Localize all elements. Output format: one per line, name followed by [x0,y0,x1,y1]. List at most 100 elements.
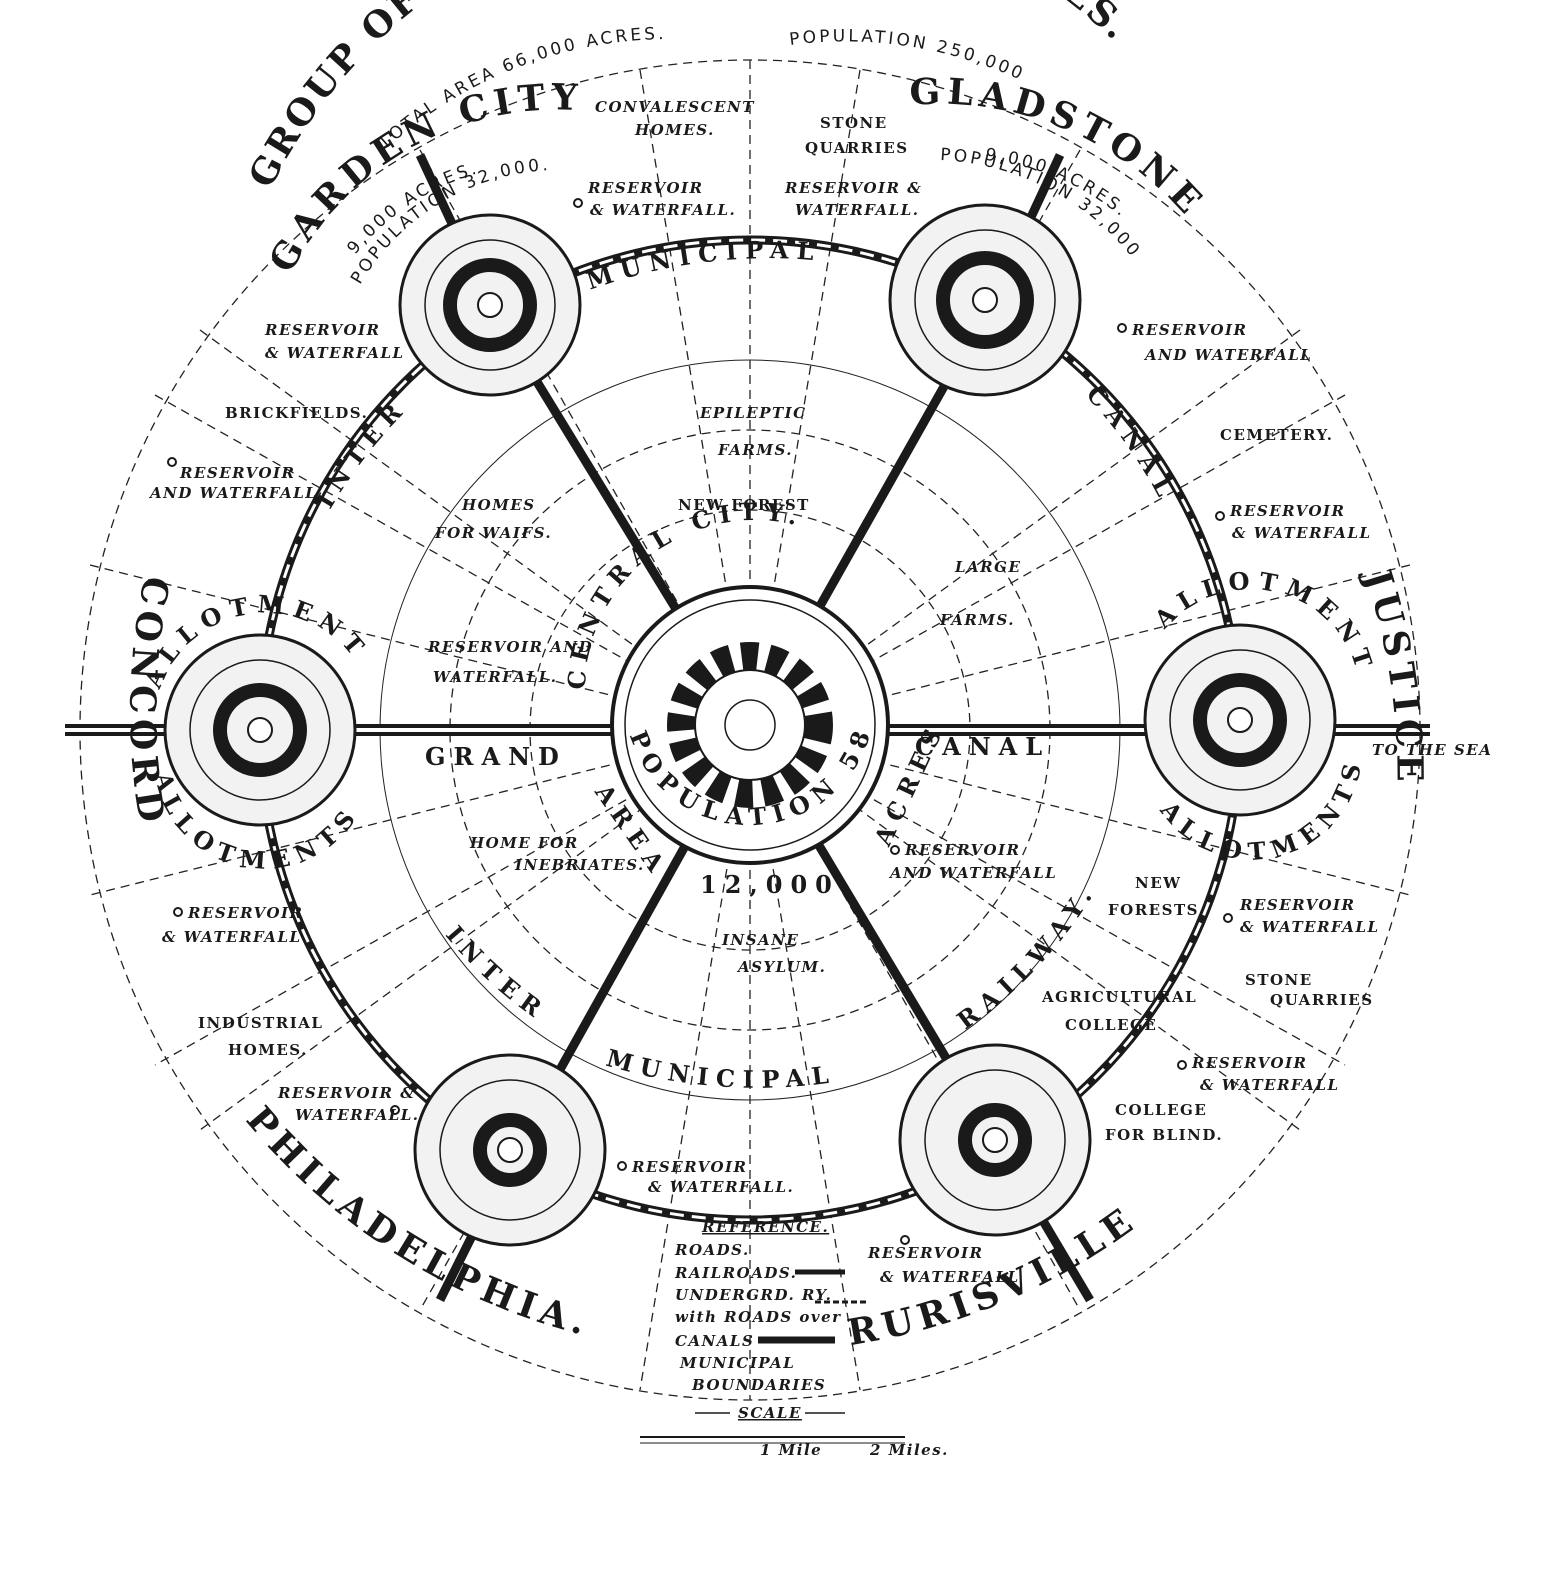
svg-text:LARGE: LARGE [954,558,1021,576]
feature-insane-asylum: INSANE ASYLUM. [721,931,826,976]
legend-underground-1: UNDERGRD. RY. [675,1286,832,1304]
svg-text:CANAL: CANAL [1081,379,1184,507]
svg-text:AND WATERFALL: AND WATERFALL [888,864,1057,882]
svg-text:RESERVOIR: RESERVOIR [179,464,296,482]
svg-text:MUNICIPAL: MUNICIPAL [583,235,823,295]
city-rurisville [898,1043,1092,1237]
svg-text:WATERFALL.: WATERFALL. [295,1106,420,1124]
scale-one-mile: 1 Mile [760,1441,822,1459]
svg-text:EPILEPTIC: EPILEPTIC [699,404,807,422]
feature-to-the-sea: TO THE SEA [1372,741,1492,759]
feature-reservoir-r2: RESERVOIR & WATERFALL [1215,502,1372,542]
svg-text:RESERVOIR AND: RESERVOIR AND [427,638,593,656]
svg-text:RESERVOIR: RESERVOIR [1131,321,1248,339]
svg-text:& WATERFALL: & WATERFALL [1240,918,1380,936]
feature-reservoir-l3: RESERVOIR & WATERFALL [162,904,304,946]
feature-reservoir-l1: RESERVOIR & WATERFALL [264,321,405,362]
svg-text:AGRICULTURAL: AGRICULTURAL [1041,988,1197,1006]
legend-municipal-2: BOUNDARIES [691,1376,826,1394]
svg-text:HOME FOR: HOME FOR [469,834,579,852]
feature-reservoir-tr1: RESERVOIR & WATERFALL. [784,179,922,219]
label-municipal-top: MUNICIPAL [583,235,815,295]
svg-text:RESERVOIR &: RESERVOIR & [277,1084,415,1102]
svg-text:RESERVOIR: RESERVOIR [631,1158,748,1176]
svg-text:RESERVOIR: RESERVOIR [587,179,704,197]
city-philadelphia [413,1053,607,1247]
city-gladstone [888,203,1082,397]
svg-text:AND WATERFALL: AND WATERFALL [1143,346,1312,364]
svg-text:RESERVOIR &: RESERVOIR & [784,179,922,197]
svg-text:RESERVOIR: RESERVOIR [264,321,381,339]
feature-reservoir-r4: RESERVOIR & WATERFALL [1177,1054,1340,1094]
svg-text:INEBRIATES.: INEBRIATES. [514,856,645,874]
svg-text:& WATERFALL: & WATERFALL [265,344,405,362]
svg-text:& WATERFALL: & WATERFALL [880,1268,1020,1286]
legend-municipal-1: MUNICIPAL [679,1354,795,1372]
svg-text:QUARRIES: QUARRIES [805,139,909,157]
feature-reservoir-r1: RESERVOIR AND WATERFALL [1117,321,1312,364]
svg-text:HOMES.: HOMES. [634,121,715,139]
svg-text:& WATERFALL.: & WATERFALL. [590,201,736,219]
svg-text:RESERVOIR: RESERVOIR [1191,1054,1308,1072]
svg-text:FOR WAIFS.: FOR WAIFS. [434,524,552,542]
feature-brickfields: BRICKFIELDS. [225,404,368,422]
svg-text:FORESTS: FORESTS [1108,901,1199,919]
concord-name: CONCORD [121,573,171,831]
feature-reservoir-br: RESERVOIR & WATERFALL [867,1235,1020,1286]
scale-two-miles: 2 Miles. [869,1441,949,1459]
legend-railroads: RAILROADS. [674,1264,797,1282]
central-city [610,585,890,865]
svg-text:COLLEGE: COLLEGE [1115,1101,1207,1119]
legend: REFERENCE. ROADS. RAILROADS. UNDERGRD. R… [674,1218,868,1394]
feature-reservoir-r3: RESERVOIR & WATERFALL [1223,896,1380,936]
legend-canals: CANALS [675,1332,754,1350]
svg-text:& WATERFALL.: & WATERFALL. [648,1178,794,1196]
svg-text:FARMS.: FARMS. [717,441,793,459]
feature-agricultural-college: AGRICULTURAL COLLEGE [1041,988,1197,1034]
feature-homes-waifs: HOMES FOR WAIFS. [434,496,552,542]
label-canal-mid: CANAL [915,732,1050,761]
legend-underground-2: with ROADS over [675,1308,842,1326]
feature-new-forests: NEW FORESTS [1108,874,1199,919]
svg-text:& WATERFALL: & WATERFALL [1232,524,1372,542]
label-inter-bottom-left: INTER [440,920,545,1027]
feature-stone-quarries-top: STONE QUARRIES [805,114,909,157]
label-canal-right: CANAL [1081,379,1176,507]
feature-large-farms: LARGE FARMS. [939,558,1021,629]
feature-college-blind: COLLEGE FOR BLIND. [1105,1101,1223,1144]
svg-text:ASYLUM.: ASYLUM. [736,958,826,976]
city-garden-city [398,213,582,397]
legend-heading: REFERENCE. [701,1218,829,1236]
feature-stone-quarries-r: STONE QUARRIES [1245,971,1374,1009]
feature-convalescent: CONVALESCENT HOMES. [595,98,755,139]
scale-bar: SCALE 1 Mile 2 Miles. [640,1404,949,1459]
svg-text:RESERVOIR: RESERVOIR [187,904,304,922]
svg-text:FARMS.: FARMS. [939,611,1015,629]
feature-reservoir-bc: RESERVOIR & WATERFALL. [617,1158,794,1196]
svg-text:INSANE: INSANE [721,931,799,949]
svg-text:CONVALESCENT: CONVALESCENT [595,98,755,116]
svg-text:RESERVOIR: RESERVOIR [1239,896,1356,914]
svg-text:RESERVOIR: RESERVOIR [867,1244,984,1262]
gladstone-name: GLADSTONE [909,70,1208,225]
svg-text:HOMES.: HOMES. [228,1041,308,1059]
svg-text:RESERVOIR: RESERVOIR [1229,502,1346,520]
scale-heading: SCALE [738,1404,802,1422]
city-justice [1143,623,1337,817]
svg-text:QUARRIES: QUARRIES [1270,991,1374,1009]
svg-text:HOMES: HOMES [461,496,536,514]
svg-text:FOR BLIND.: FOR BLIND. [1105,1126,1223,1144]
svg-text:STONE: STONE [820,114,888,132]
feature-epileptic: EPILEPTIC FARMS. [699,404,807,459]
feature-cemetery: CEMETERY. [1220,426,1334,444]
feature-home-inebriates: HOME FOR INEBRIATES. [469,834,645,874]
feature-industrial-homes: INDUSTRIAL HOMES. [198,1014,322,1059]
feature-reservoir-l2: RESERVOIR AND WATERFALL [148,457,316,502]
svg-text:& WATERFALL: & WATERFALL [1200,1076,1340,1094]
feature-reservoir-bl: RESERVOIR & WATERFALL. [277,1084,420,1124]
feature-reservoir-inner: RESERVOIR AND WATERFALL. [427,638,593,686]
feature-new-forest: NEW FOREST [678,496,810,514]
svg-text:STONE: STONE [1245,971,1313,989]
label-railway-right: RAILWAY. [951,877,1094,1035]
